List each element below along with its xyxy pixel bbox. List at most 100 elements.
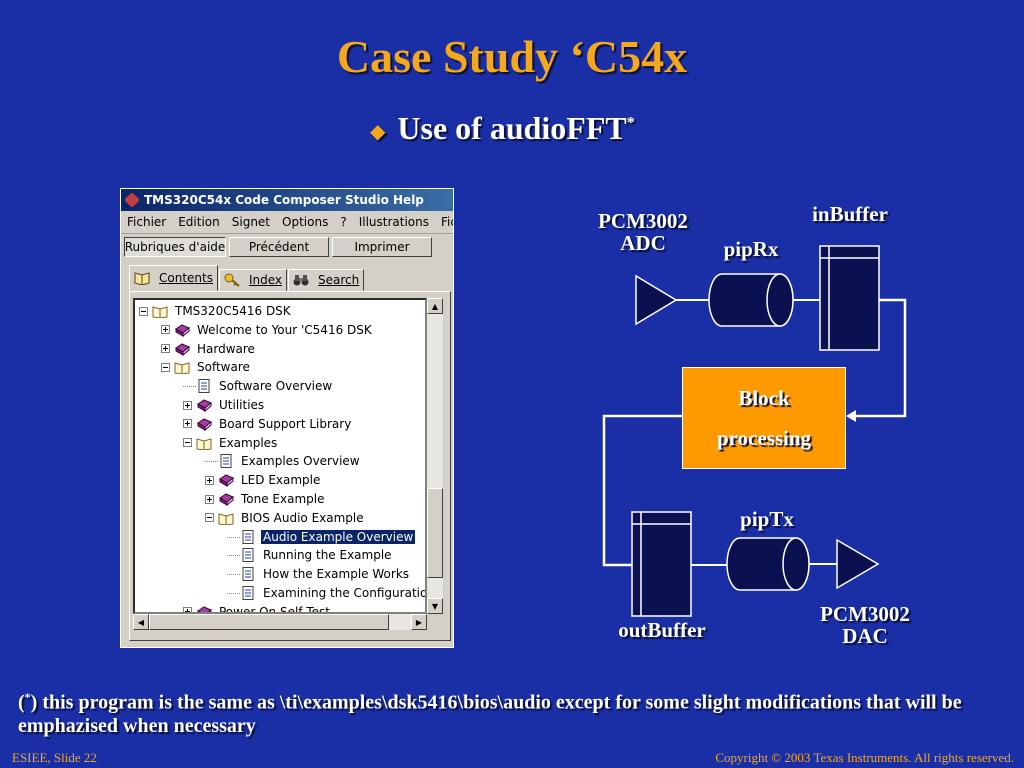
imprimer-button[interactable]: Imprimer xyxy=(332,237,432,257)
tree-item[interactable]: Tone Example xyxy=(205,490,327,508)
piprx-pipe-icon xyxy=(708,273,794,327)
binoculars-icon xyxy=(293,275,309,286)
open-book-icon xyxy=(196,437,212,450)
expand-plus-icon[interactable] xyxy=(183,607,192,612)
footnote-open-paren: ( xyxy=(18,691,25,714)
horizontal-scrollbar[interactable]: ◀ ▶ xyxy=(133,614,427,630)
tree-item[interactable]: TMS320C5416 DSK xyxy=(139,302,293,320)
adc-label-line2: ADC xyxy=(620,231,666,255)
tree-item[interactable]: Examples xyxy=(183,434,279,452)
arrowhead-into-block-icon xyxy=(846,410,856,422)
adc-label: PCM3002 ADC xyxy=(578,210,708,254)
footer-slide-number: ESIEE, Slide 22 xyxy=(12,750,97,765)
closed-book-icon xyxy=(197,418,212,431)
block-label-line2: processing xyxy=(716,426,812,450)
adc-triangle-icon xyxy=(635,274,678,326)
help-tabs: Contents Index Search xyxy=(129,265,365,291)
tree-item-label: Utilities xyxy=(219,398,265,412)
collapse-minus-icon[interactable] xyxy=(205,513,214,523)
tree-item[interactable]: Audio Example Overview xyxy=(227,528,417,546)
inbuffer-icon xyxy=(819,245,880,351)
imprimer-button-label: Imprimer xyxy=(354,240,410,254)
tree-item[interactable]: Examining the Configuration xyxy=(227,584,427,602)
tree-item-label: Examining the Configuration xyxy=(263,586,427,600)
expand-plus-icon[interactable] xyxy=(161,344,170,354)
tree-item[interactable]: Software Overview xyxy=(183,377,334,395)
footnote-marker: * xyxy=(24,690,31,704)
tree-item[interactable]: Board Support Library xyxy=(183,415,353,433)
closed-book-icon xyxy=(197,399,212,412)
rubriques-button-label: Rubriques d'aide xyxy=(124,240,226,254)
tab-contents-label: Contents xyxy=(159,271,213,285)
dac-label-line1: PCM3002 xyxy=(820,602,910,626)
tab-search[interactable]: Search xyxy=(288,269,365,291)
scroll-down-arrow-icon[interactable]: ▼ xyxy=(427,598,443,614)
menu-edition[interactable]: Edition xyxy=(178,215,220,229)
tree-item[interactable]: Welcome to Your 'C5416 DSK xyxy=(161,321,374,339)
hscrollbar-thumb[interactable] xyxy=(149,614,389,630)
rubriques-button[interactable]: Rubriques d'aide xyxy=(124,237,226,257)
contents-panel: TMS320C5416 DSK Welcome to Your 'C5416 DS… xyxy=(129,291,451,641)
expand-plus-icon[interactable] xyxy=(183,400,192,410)
subtitle-footnote-marker: * xyxy=(626,114,635,132)
tree-item-label: Examples Overview xyxy=(241,454,360,469)
tree-connector xyxy=(227,528,240,538)
collapse-minus-icon[interactable] xyxy=(139,306,148,316)
scroll-up-arrow-icon[interactable]: ▲ xyxy=(427,298,443,314)
tree-item-label: TMS320C5416 DSK xyxy=(175,304,291,318)
tree-item[interactable]: Software xyxy=(161,358,252,376)
tree-connector xyxy=(227,584,240,594)
open-book-icon xyxy=(152,306,168,318)
closed-book-icon xyxy=(197,606,212,612)
tree-item-label: Hardware xyxy=(197,341,255,356)
tree-connector xyxy=(227,546,240,557)
closed-book-icon xyxy=(175,343,190,356)
footnote: (*) this program is the same as \ti\exam… xyxy=(18,686,1008,738)
tab-index[interactable]: Index xyxy=(218,269,288,291)
tree-item[interactable]: Hardware xyxy=(161,340,257,358)
tree-item[interactable]: Examples Overview xyxy=(205,452,362,470)
contents-tree[interactable]: TMS320C5416 DSK Welcome to Your 'C5416 DS… xyxy=(133,298,427,614)
scroll-right-arrow-icon[interactable]: ▶ xyxy=(411,614,427,630)
tab-contents[interactable]: Contents xyxy=(129,265,218,291)
menu-help[interactable]: ? xyxy=(340,215,347,229)
tree-item[interactable]: Utilities xyxy=(183,396,266,414)
bullet-diamond-icon: ◆ xyxy=(370,121,386,144)
tree-item-label: Software Overview xyxy=(219,379,333,394)
collapse-minus-icon[interactable] xyxy=(183,438,192,448)
menu-options[interactable]: Options xyxy=(282,215,329,229)
tree-item[interactable]: How the Example Works xyxy=(227,565,411,583)
tree-item[interactable]: Running the Example xyxy=(227,546,394,564)
tree-item[interactable]: Power On Self Test xyxy=(183,603,332,612)
page-icon xyxy=(242,567,254,582)
collapse-minus-icon[interactable] xyxy=(161,362,170,372)
footer-copyright: Copyright © 2003 Texas Instruments. All … xyxy=(715,750,1014,765)
inbuffer-label: inBuffer xyxy=(812,202,888,226)
page-icon xyxy=(242,529,254,544)
expand-plus-icon[interactable] xyxy=(161,325,170,335)
tree-item-label: Software xyxy=(197,360,250,375)
dac-label: PCM3002 DAC xyxy=(800,603,930,647)
expand-plus-icon[interactable] xyxy=(183,419,192,429)
precedent-button[interactable]: Précédent xyxy=(229,237,329,257)
tree-item[interactable]: BIOS Audio Example xyxy=(205,509,366,527)
menu-fic[interactable]: Fic xyxy=(441,215,453,229)
tree-item-label: Board Support Library xyxy=(219,416,352,431)
vertical-scrollbar[interactable]: ▲ ▼ xyxy=(427,298,443,614)
tree-item[interactable]: LED Example xyxy=(205,471,322,489)
closed-book-icon xyxy=(175,324,190,337)
open-book-icon xyxy=(218,513,234,525)
menu-signet[interactable]: Signet xyxy=(231,215,271,229)
expand-plus-icon[interactable] xyxy=(205,475,214,485)
menu-illustrations[interactable]: Illustrations xyxy=(358,215,429,229)
scroll-left-arrow-icon[interactable]: ◀ xyxy=(133,614,149,630)
precedent-button-label: Précédent xyxy=(248,240,310,254)
book-icon xyxy=(134,272,150,285)
expand-plus-icon[interactable] xyxy=(205,494,214,504)
block-processing-box: Block processing xyxy=(682,367,846,469)
help-window-titlebar[interactable]: TMS320C54x Code Composer Studio Help xyxy=(121,189,453,211)
menu-fichier[interactable]: Fichier xyxy=(127,215,167,229)
scrollbar-thumb[interactable] xyxy=(427,488,443,578)
outbuffer-label: outBuffer xyxy=(618,618,706,642)
